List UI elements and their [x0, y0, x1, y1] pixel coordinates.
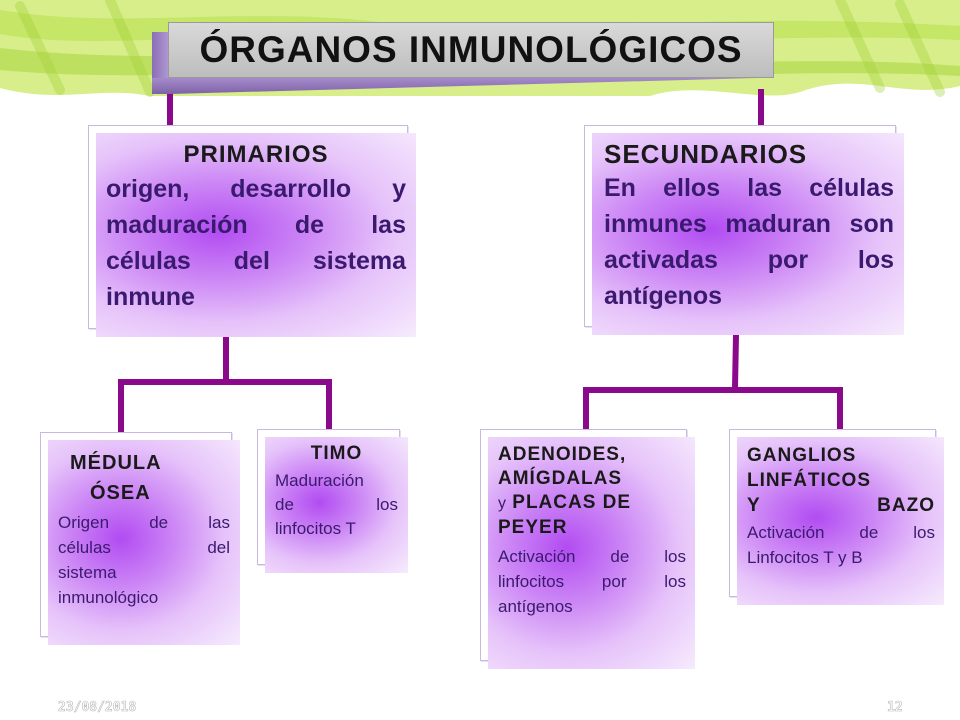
adenoides-heading-line: AMÍGDALAS: [498, 468, 623, 489]
adenoides-heading-line: y PLACAS DE: [498, 491, 686, 516]
adenoides-line: antígenos: [498, 597, 573, 616]
timo-heading: TIMO: [310, 443, 363, 464]
secundarios-line: antígenos: [604, 282, 723, 310]
medula-line: sistema: [58, 563, 117, 582]
medula-heading-line: MÉDULA: [70, 452, 162, 474]
footer-page-number: 12: [887, 700, 903, 716]
title-bar: ÓRGANOS INMUNOLÓGICOS: [152, 22, 774, 94]
adenoides-heading-line: PEYER: [498, 517, 568, 538]
adenoides-heading-line: ADENOIDES,: [498, 444, 627, 465]
box-face: [265, 437, 408, 573]
adenoides-heading-placas: PLACAS DE: [512, 492, 632, 513]
diagram-title: ÓRGANOS INMUNOLÓGICOS: [199, 29, 743, 70]
adenoides-box: ADENOIDES, AMÍGDALAS y PLACAS DE PEYER A…: [480, 429, 695, 669]
ganglios-heading-line: LINFÁTICOS: [747, 470, 871, 491]
timo-line: linfocitos T: [275, 519, 356, 538]
secundarios-heading: SECUNDARIOS: [604, 139, 808, 169]
box-face: [48, 440, 240, 645]
adenoides-heading-y: y: [498, 495, 506, 512]
timo-line: Maduración: [275, 471, 364, 490]
footer-date: 23/08/2018: [58, 700, 137, 716]
title-bar-face: ÓRGANOS INMUNOLÓGICOS: [168, 22, 774, 78]
box-face: [592, 133, 904, 335]
medula-line: inmunológico: [58, 588, 159, 607]
box-face: [488, 437, 695, 669]
medula-heading-line: ÓSEA: [90, 482, 151, 504]
connector-secundarios-branch: [583, 387, 843, 433]
ganglios-line: Linfocitos T y B: [747, 548, 863, 567]
adenoides-heading: ADENOIDES, AMÍGDALAS y PLACAS DE PEYER: [498, 443, 686, 540]
primarios-line: inmune: [106, 283, 195, 311]
box-face: [737, 437, 944, 605]
primarios-heading: PRIMARIOS: [183, 141, 329, 168]
ganglios-heading-line: GANGLIOS: [747, 445, 857, 466]
box-face: [96, 133, 416, 337]
connector-secundarios-down: [731, 331, 740, 392]
medula-osea-heading: MÉDULA ÓSEA: [58, 448, 230, 508]
connector-primarios-branch: [118, 379, 332, 433]
title-bar-depth-bottom: [152, 78, 757, 94]
